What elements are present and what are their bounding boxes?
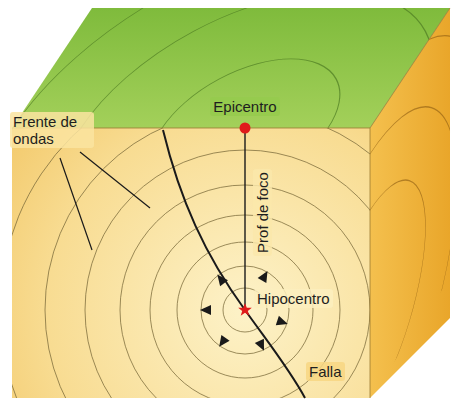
epicenter-dot xyxy=(240,123,251,134)
leader-line xyxy=(80,152,150,208)
wave-front xyxy=(12,8,450,128)
wave-front xyxy=(12,128,370,398)
leader-line xyxy=(60,158,92,250)
wave-front xyxy=(12,128,370,398)
ground-surface xyxy=(12,8,450,128)
hypocenter-star xyxy=(238,303,252,316)
fault-line xyxy=(163,130,305,398)
wave-arrow xyxy=(213,271,228,286)
wavefront-label: Frente de ondas xyxy=(10,112,94,148)
wave-front xyxy=(370,8,450,398)
block-edges xyxy=(12,8,450,398)
wave-front xyxy=(85,150,370,398)
wave-arrow xyxy=(200,305,211,315)
wave-front xyxy=(370,127,425,398)
wave-arrow xyxy=(255,339,269,353)
wave-arrow xyxy=(215,335,230,350)
wave-front xyxy=(12,8,450,128)
wave-arrows xyxy=(200,269,289,353)
wave-front xyxy=(45,128,370,398)
wave-fronts-surface xyxy=(12,8,450,128)
focus-depth-line xyxy=(244,128,245,310)
wave-front xyxy=(370,24,450,398)
wave-arrow xyxy=(276,316,290,329)
front-face xyxy=(12,128,370,398)
wave-front xyxy=(370,8,450,398)
wave-front xyxy=(370,8,450,398)
hypocenter-label: Hipocentro xyxy=(254,289,333,308)
wave-front xyxy=(12,128,370,398)
epicenter-label: Epicentro xyxy=(210,97,279,116)
wave-front xyxy=(12,8,450,128)
wave-fronts-side xyxy=(370,8,450,398)
wave-front xyxy=(12,128,370,398)
focus-depth-label: Prof de foco xyxy=(252,169,271,256)
wave-front xyxy=(370,8,450,398)
wave-fronts xyxy=(12,128,370,398)
wave-front xyxy=(12,8,450,128)
wave-arrow xyxy=(258,269,272,284)
fault-label: Falla xyxy=(306,362,345,381)
wave-front xyxy=(116,59,374,128)
